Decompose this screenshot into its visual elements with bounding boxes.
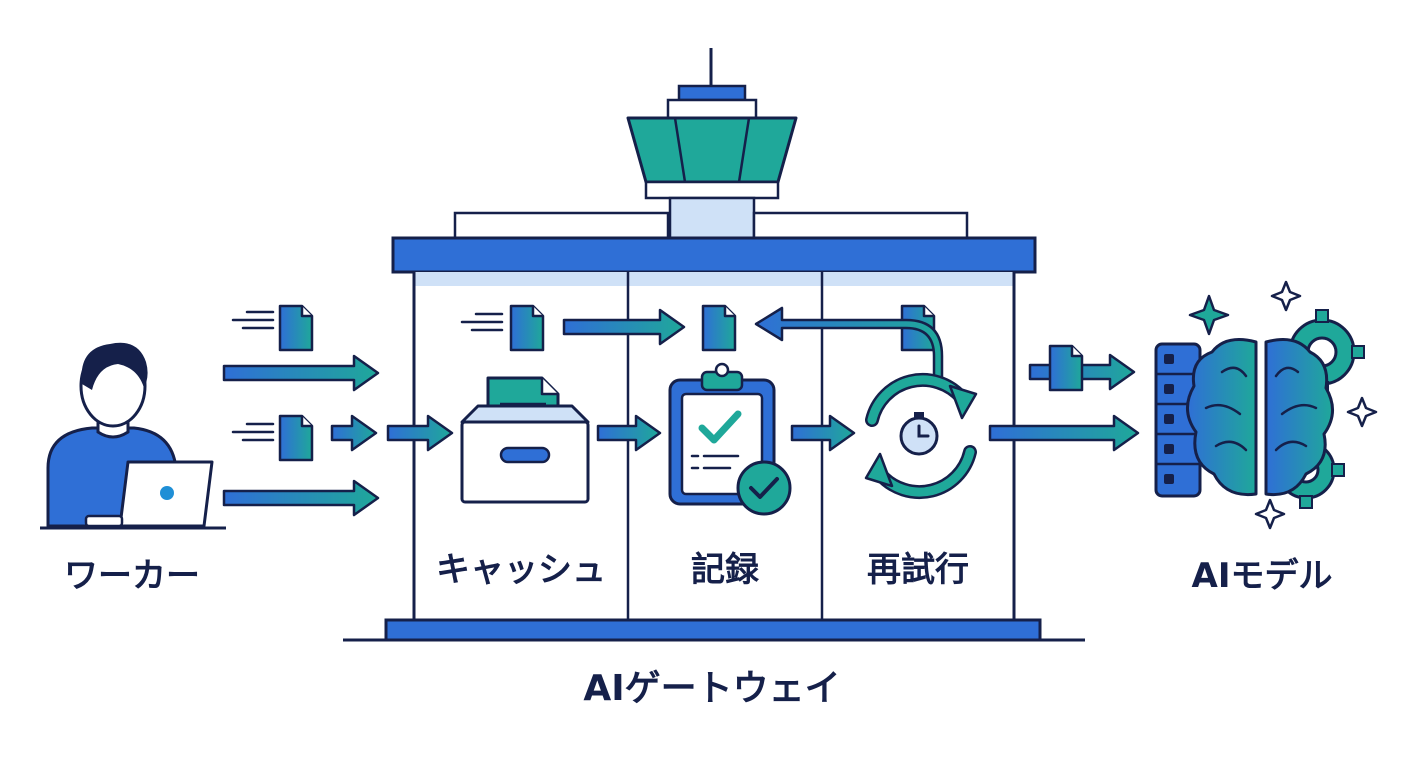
server-brain-gear-icon bbox=[1154, 280, 1378, 530]
worker-document-2 bbox=[231, 414, 314, 462]
outgoing-document bbox=[1028, 344, 1136, 392]
ai-model-label: AIモデル bbox=[1192, 556, 1333, 596]
control-tower-icon bbox=[626, 48, 798, 240]
retry-timer-icon bbox=[864, 372, 978, 500]
log-label: 記録 bbox=[691, 550, 760, 590]
worker-document-1 bbox=[231, 304, 314, 352]
clipboard-check-icon bbox=[668, 362, 792, 516]
arrows-worker-to-gateway bbox=[222, 354, 454, 517]
worker-label: ワーカー bbox=[64, 556, 200, 596]
retry-label: 再試行 bbox=[867, 550, 969, 590]
gateway-label: AIゲートウェイ bbox=[583, 668, 840, 709]
log-column bbox=[668, 304, 856, 516]
cache-column bbox=[460, 304, 686, 504]
gateway-building bbox=[343, 48, 1085, 642]
person-with-laptop-icon bbox=[40, 342, 226, 530]
file-box-icon bbox=[460, 376, 590, 504]
retry-column bbox=[754, 304, 1140, 500]
cache-label: キャッシュ bbox=[436, 550, 606, 590]
